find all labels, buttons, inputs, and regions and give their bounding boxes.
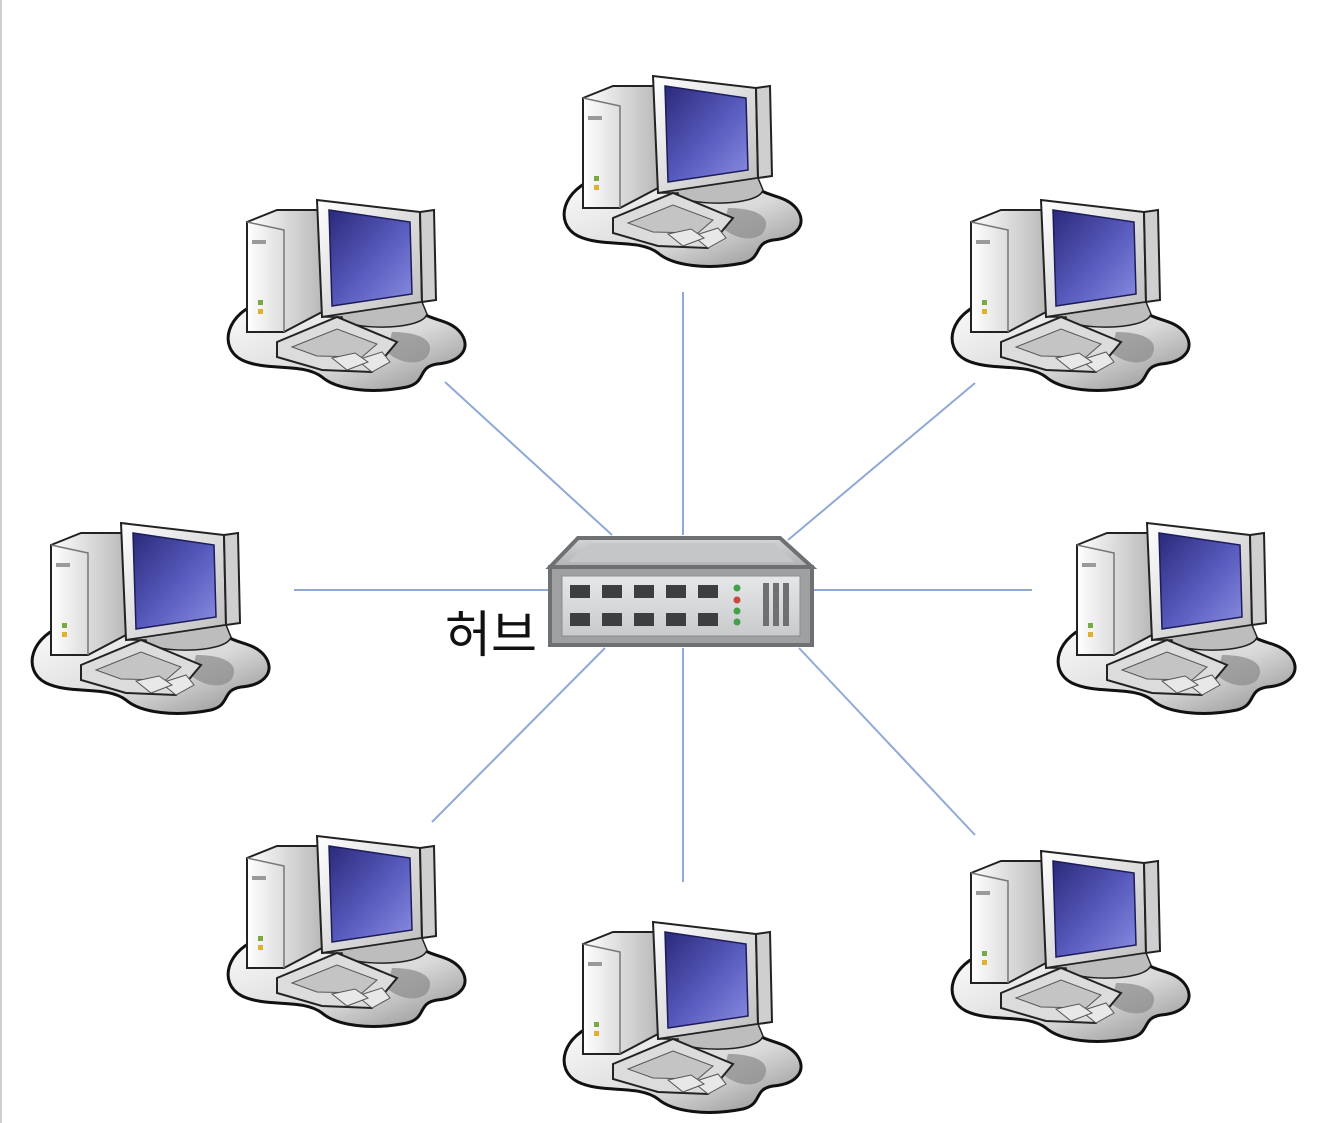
desktop-computer-icon [562,74,803,268]
hub-port [602,613,622,626]
desktop-computer-icon [562,920,803,1114]
desktop-computer-icon [1056,521,1297,715]
network-hub-icon [545,536,818,647]
link-pc-top-right [787,382,976,541]
desktop-computer-icon [30,521,271,715]
hub-port [634,585,654,598]
network-links [294,292,1032,882]
hub-port [634,613,654,626]
hub-port [570,585,590,598]
desktop-computer-icon [950,849,1191,1043]
desktop-computer-icon [950,198,1191,392]
link-pc-bottom-left [431,647,606,823]
hub-port [570,613,590,626]
hub-port [666,585,686,598]
link-pc-top-left [444,381,613,536]
link-pc-bottom-right [798,647,976,836]
desktop-computer-icon [226,198,467,392]
hub-port [666,613,686,626]
hub-port [698,585,718,598]
hub-ports [570,585,718,626]
desktop-computer-icon [226,834,467,1028]
hub-label: 허브 [445,606,537,664]
hub-port [602,585,622,598]
hub-port [698,613,718,626]
